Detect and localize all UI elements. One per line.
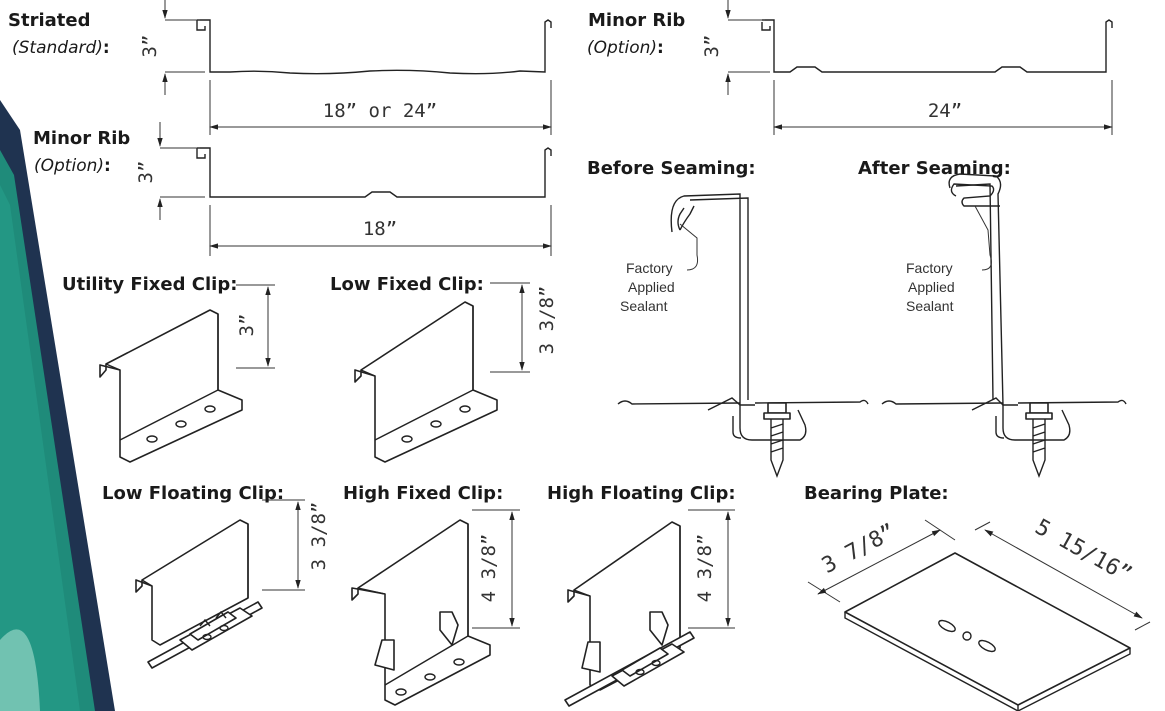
minor-rib-right-subtitle: (Option): [587, 40, 664, 57]
utility-clip-height-dim: 3” [236, 314, 258, 337]
low-floating-clip-height-dim: 3 3/8” [308, 502, 330, 571]
striated-panel-profile [162, 0, 552, 135]
after-seaming-label: After Seaming: [858, 158, 1011, 179]
striated-subtitle-text: (Standard) [12, 38, 103, 58]
decorative-band [0, 100, 115, 711]
sealant-note-before-1: Factory [626, 260, 673, 276]
before-seaming-section [617, 193, 869, 478]
minor-rib-right-height-dim: 3” [701, 35, 723, 58]
bearing-plate-drawing [807, 519, 1151, 711]
low-fixed-clip-height-dim: 3 3/8” [536, 286, 558, 355]
striated-subtitle: (Standard): [12, 40, 110, 57]
minor-rib-left-width-dim: 18” [363, 218, 397, 240]
utility-fixed-clip-label: Utility Fixed Clip: [62, 274, 238, 295]
minor-rib-right-title: Minor Rib [588, 10, 686, 31]
low-floating-clip-label: Low Floating Clip: [102, 483, 285, 504]
minor-rib-left-title: Minor Rib [33, 128, 131, 149]
sealant-note-after-3: Sealant [906, 298, 954, 314]
colon: : [102, 38, 110, 58]
minor-rib-left-profile [157, 122, 552, 256]
low-fixed-clip-label: Low Fixed Clip: [330, 274, 484, 295]
colon: : [104, 156, 111, 176]
before-seaming-label: Before Seaming: [587, 158, 756, 179]
high-floating-clip-height-dim: 4 3/8” [694, 534, 716, 603]
utility-fixed-clip-drawing [99, 284, 275, 463]
minor-rib-left-height-dim: 3” [135, 161, 157, 184]
high-fixed-clip-height-dim: 4 3/8” [478, 534, 500, 603]
sealant-note-after-2: Applied [908, 279, 955, 295]
sealant-note-before-3: Sealant [620, 298, 668, 314]
high-floating-clip-label: High Floating Clip: [547, 483, 736, 504]
minor-rib-left-subtitle-text: (Option) [34, 156, 105, 176]
plate-length-dim: 5 15/16” [1031, 515, 1136, 588]
striated-title: Striated [8, 10, 91, 31]
low-fixed-clip-drawing [354, 282, 530, 463]
high-floating-clip-drawing [564, 509, 735, 707]
after-seaming-section [881, 173, 1127, 478]
sealant-note-before-2: Applied [628, 279, 675, 295]
minor-rib-right-subtitle-text: (Option) [587, 38, 658, 58]
plate-width-dim: 3 7/8” [818, 520, 900, 579]
striated-width-dim: 18” or 24” [323, 100, 437, 122]
bearing-plate-label: Bearing Plate: [804, 483, 949, 504]
sealant-note-after-1: Factory [906, 260, 953, 276]
minor-rib-right-width-dim: 24” [928, 100, 962, 122]
striated-height-dim: 3” [139, 35, 161, 58]
low-floating-clip-drawing [135, 499, 305, 669]
minor-rib-left-subtitle: (Option): [34, 158, 111, 175]
minor-rib-right-profile [725, 0, 1113, 135]
high-fixed-clip-drawing [351, 509, 520, 706]
high-fixed-clip-label: High Fixed Clip: [343, 483, 504, 504]
colon: : [657, 38, 664, 58]
